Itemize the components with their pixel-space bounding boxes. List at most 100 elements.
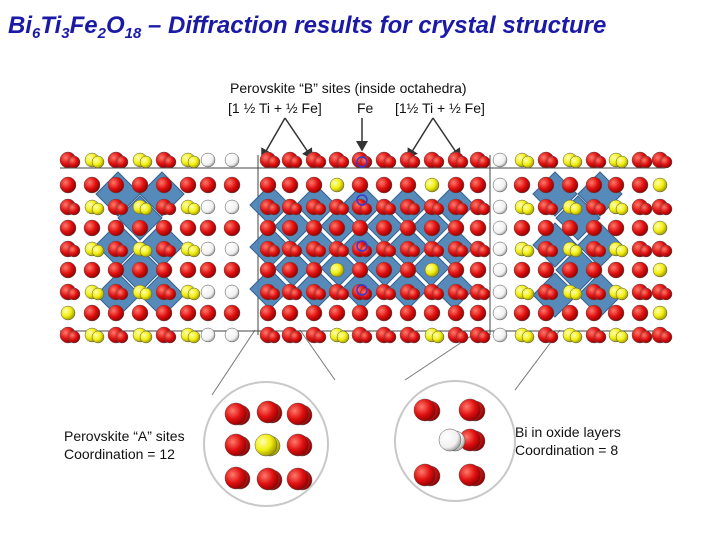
bi-atom xyxy=(91,330,105,344)
bi-atom xyxy=(615,202,629,216)
white-atom xyxy=(200,284,216,300)
oxygen-atom xyxy=(383,244,397,258)
oxygen-atom xyxy=(313,202,327,216)
oxygen-atom xyxy=(224,402,248,426)
oxygen-atom xyxy=(289,155,303,169)
oxygen-atom xyxy=(259,261,277,279)
bi-atom xyxy=(329,262,345,278)
bi-atom xyxy=(652,305,668,321)
oxygen-atom xyxy=(407,330,421,344)
white-atom xyxy=(492,327,508,343)
fe-site-marker xyxy=(356,284,368,296)
oxygen-atom xyxy=(155,261,173,279)
oxygen-atom xyxy=(83,261,101,279)
white-atom xyxy=(200,152,216,168)
oxygen-atom xyxy=(281,261,299,279)
oxygen-atom xyxy=(83,304,101,322)
bi-atom xyxy=(139,330,153,344)
oxygen-atom xyxy=(413,463,437,487)
oxygen-atom xyxy=(199,219,217,237)
oxygen-atom xyxy=(399,219,417,237)
oxygen-atom xyxy=(593,330,607,344)
oxygen-atom xyxy=(458,463,482,487)
title-text: Fe xyxy=(69,12,98,39)
oxygen-atom xyxy=(455,155,469,169)
oxygen-atom xyxy=(281,219,299,237)
oxygen-atom xyxy=(607,261,625,279)
bi-atom xyxy=(569,287,583,301)
oxygen-atom xyxy=(131,261,149,279)
bi-atom xyxy=(431,330,445,344)
bi-atom xyxy=(652,177,668,193)
oxygen-atom xyxy=(431,155,445,169)
bi-atom xyxy=(91,287,105,301)
crystal-lattice xyxy=(59,151,673,344)
oxygen-atom xyxy=(223,261,241,279)
bi-atom xyxy=(569,202,583,216)
bi-atom xyxy=(329,177,345,193)
oxygen-atom xyxy=(223,304,241,322)
fe-site-marker xyxy=(356,240,368,252)
oxygen-atom xyxy=(585,219,603,237)
oxygen-atom xyxy=(267,330,281,344)
oxygen-atom xyxy=(305,176,323,194)
bi-atom xyxy=(336,330,350,344)
oxygen-atom xyxy=(455,244,469,258)
oxygen-atom xyxy=(163,202,177,216)
oxygen-atom xyxy=(267,202,281,216)
a-sites-title: Perovskite “A” sites xyxy=(64,428,185,444)
white-atom xyxy=(492,199,508,215)
a-sites-coordination: Coordination = 12 xyxy=(64,446,175,462)
oxygen-atom xyxy=(455,287,469,301)
oxygen-atom xyxy=(223,219,241,237)
oxygen-atom xyxy=(383,287,397,301)
oxygen-atom xyxy=(267,155,281,169)
white-atom xyxy=(492,177,508,193)
oxygen-atom xyxy=(631,219,649,237)
oxygen-atom xyxy=(447,304,465,322)
title-text: Ti xyxy=(40,12,62,39)
white-atom xyxy=(492,284,508,300)
oxygen-atom xyxy=(561,176,579,194)
oxygen-atom xyxy=(336,244,350,258)
oxygen-atom xyxy=(286,433,310,457)
oxygen-atom xyxy=(607,219,625,237)
slide-title: Bi6Ti3Fe2O18 – Diffraction results for c… xyxy=(8,12,606,41)
oxygen-atom xyxy=(281,304,299,322)
oxygen-atom xyxy=(631,304,649,322)
oxygen-atom xyxy=(537,219,555,237)
bi-atom xyxy=(569,330,583,344)
bi-atom xyxy=(187,202,201,216)
oxygen-atom xyxy=(458,398,482,422)
oxygen-atom xyxy=(375,304,393,322)
bi-atom xyxy=(652,262,668,278)
white-atom xyxy=(224,152,240,168)
oxygen-atom xyxy=(585,304,603,322)
oxygen-atom xyxy=(107,261,125,279)
oxygen-atom xyxy=(115,155,129,169)
oxygen-atom xyxy=(351,261,369,279)
oxygen-atom xyxy=(67,244,81,258)
oxygen-atom xyxy=(67,330,81,344)
oxygen-atom xyxy=(423,304,441,322)
oxygen-atom xyxy=(639,287,653,301)
zoom-connector-a-left xyxy=(211,329,256,396)
bi-atom xyxy=(139,287,153,301)
arrow-b-site-left-1 xyxy=(261,117,286,160)
bi-oxide-coordination: Coordination = 8 xyxy=(515,442,619,458)
oxygen-atom xyxy=(659,202,673,216)
bi-atom xyxy=(615,244,629,258)
bi-atom xyxy=(424,177,440,193)
oxygen-atom xyxy=(199,304,217,322)
oxygen-atom xyxy=(413,398,437,422)
a-site-atoms xyxy=(224,400,313,491)
oxygen-atom xyxy=(115,244,129,258)
bi-atom xyxy=(139,202,153,216)
white-atom xyxy=(224,327,240,343)
oxygen-atom xyxy=(399,261,417,279)
oxygen-atom xyxy=(477,244,491,258)
bi-atom xyxy=(521,155,535,169)
bi-atom xyxy=(60,305,76,321)
bi-atom xyxy=(521,330,535,344)
bi-atom xyxy=(652,220,668,236)
